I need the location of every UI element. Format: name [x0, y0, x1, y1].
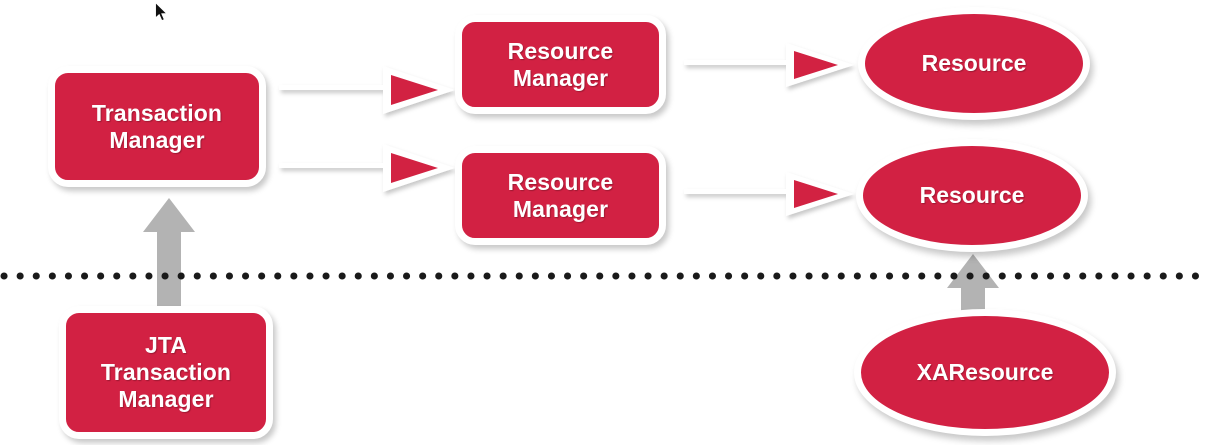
node-resource-1[interactable]: Resource: [858, 7, 1090, 120]
node-resource-manager-1-label: Resource Manager: [507, 37, 614, 91]
node-transaction-manager[interactable]: Transaction Manager: [48, 66, 266, 187]
node-resource-2-label: Resource: [919, 182, 1025, 209]
node-resource-manager-1[interactable]: Resource Manager: [455, 15, 666, 114]
node-resource-manager-2-label: Resource Manager: [507, 168, 614, 222]
gray-arrow-xaresource-to-resource-2: [944, 252, 1004, 318]
mouse-cursor-icon: [154, 2, 170, 24]
node-resource-1-label: Resource: [921, 50, 1027, 77]
node-resource-2[interactable]: Resource: [856, 139, 1088, 252]
dotted-divider: [0, 272, 1207, 280]
connector-resource-manager-2-to-resource-2: [668, 166, 868, 222]
connector-resource-manager-1-to-resource-1: [668, 37, 868, 93]
node-jta-transaction-manager-label: JTA Transaction Manager: [100, 332, 232, 412]
node-jta-transaction-manager[interactable]: JTA Transaction Manager: [59, 306, 273, 439]
node-xaresource-label: XAResource: [916, 359, 1054, 386]
node-resource-manager-2[interactable]: Resource Manager: [455, 146, 666, 245]
gray-arrow-jta-to-transaction-manager: [140, 196, 200, 308]
node-transaction-manager-label: Transaction Manager: [91, 99, 223, 153]
connector-tm-to-resource-manager-1: [265, 62, 465, 118]
node-xaresource[interactable]: XAResource: [854, 309, 1116, 436]
connector-tm-to-resource-manager-2: [265, 140, 465, 196]
